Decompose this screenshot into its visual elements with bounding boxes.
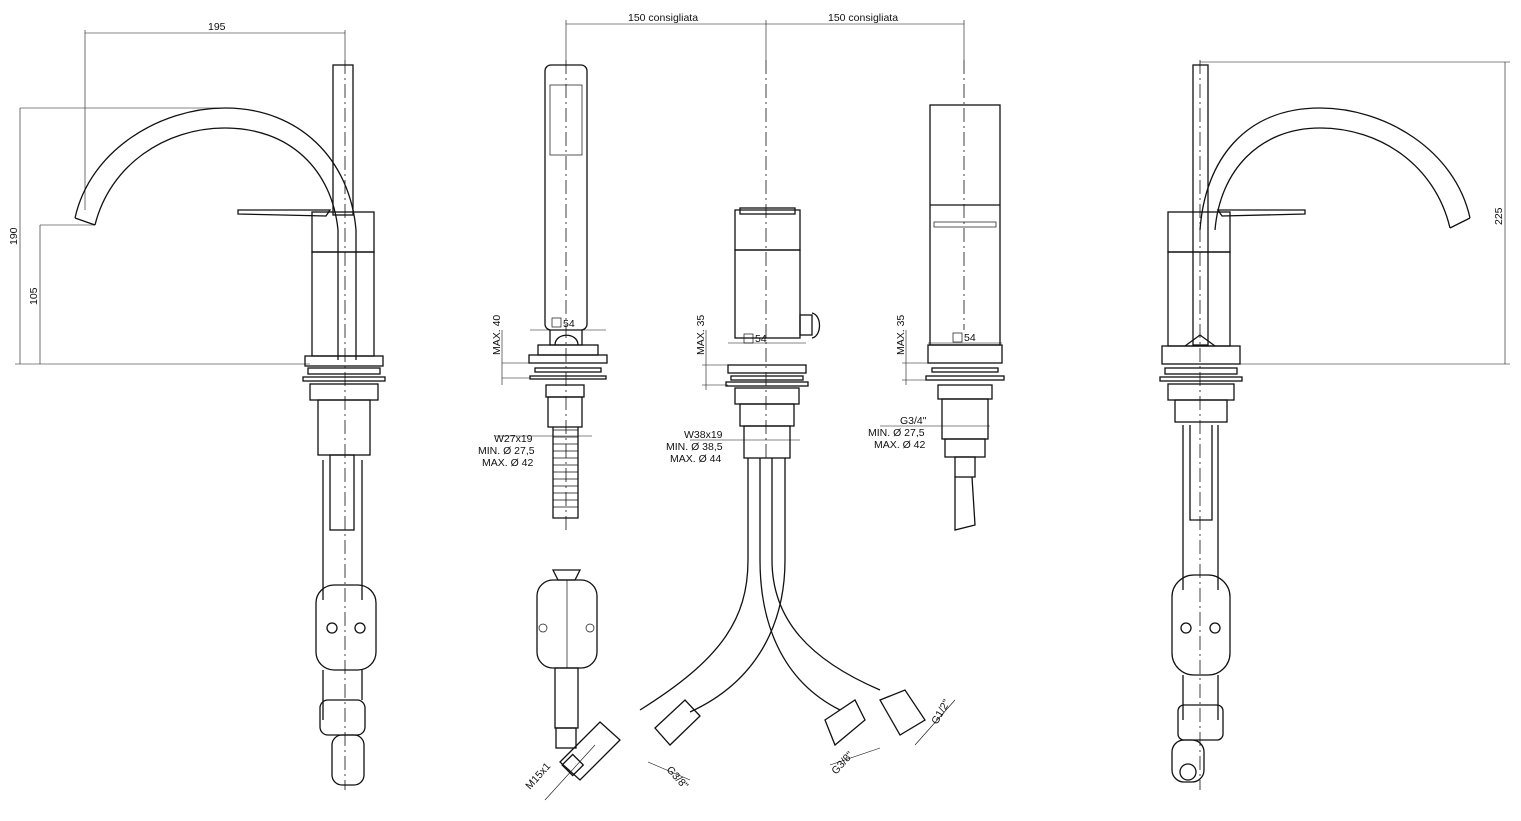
dim-spout-height: 105 [28,287,40,305]
dim-total-height-right: 225 [1493,207,1505,225]
dim-spacing-left: 150 consigliata [628,12,698,24]
right-side-view: 225 [1159,60,1510,790]
hand-shower-max-thickness: MAX. 40 [491,315,503,355]
spout-unit-thread: G3/4" [900,415,927,427]
spout-unit-max-hole: MAX. Ø 42 [874,439,926,451]
mixer-thread: W38x19 [684,429,723,441]
mixer-min-hole: MIN. Ø 38,5 [666,441,723,453]
spacing-dimensions: 150 consigliata 150 consigliata [565,12,965,60]
mixer-max-thickness: MAX. 35 [695,315,707,355]
hand-shower-thread: W27x19 [494,433,533,445]
hand-shower-min-hole: MIN. Ø 27,5 [478,445,535,457]
hose-left-thread: G3/8" [664,764,691,792]
hand-shower-base-size: 54 [563,318,575,330]
dim-spacing-right: 150 consigliata [828,12,898,24]
mixer-max-hole: MAX. Ø 44 [670,453,722,465]
spout-unit-base-size: 54 [964,332,976,344]
hand-shower-view: MAX. 40 54 W27x19 MIN. Ø 27,5 MAX. Ø 42 [478,60,608,749]
hand-shower-max-hole: MAX. Ø 42 [482,457,534,469]
dim-spout-reach: 195 [208,21,226,33]
hose-right-thread: G3/8" [829,749,856,777]
mixer-base-size: 54 [755,333,767,345]
spout-unit-min-hole: MIN. Ø 27,5 [868,427,925,439]
spout-unit-max-thickness: MAX. 35 [895,315,907,355]
spout-unit-view: MAX. 35 54 G3/4" MIN. Ø 27,5 MAX. Ø 42 [868,60,1005,531]
left-side-view: 195 190 105 [8,21,386,790]
connector-m15: M15x1 [523,760,553,792]
inlet-thread: G1/2" [929,697,953,726]
dim-total-height: 190 [8,227,20,245]
